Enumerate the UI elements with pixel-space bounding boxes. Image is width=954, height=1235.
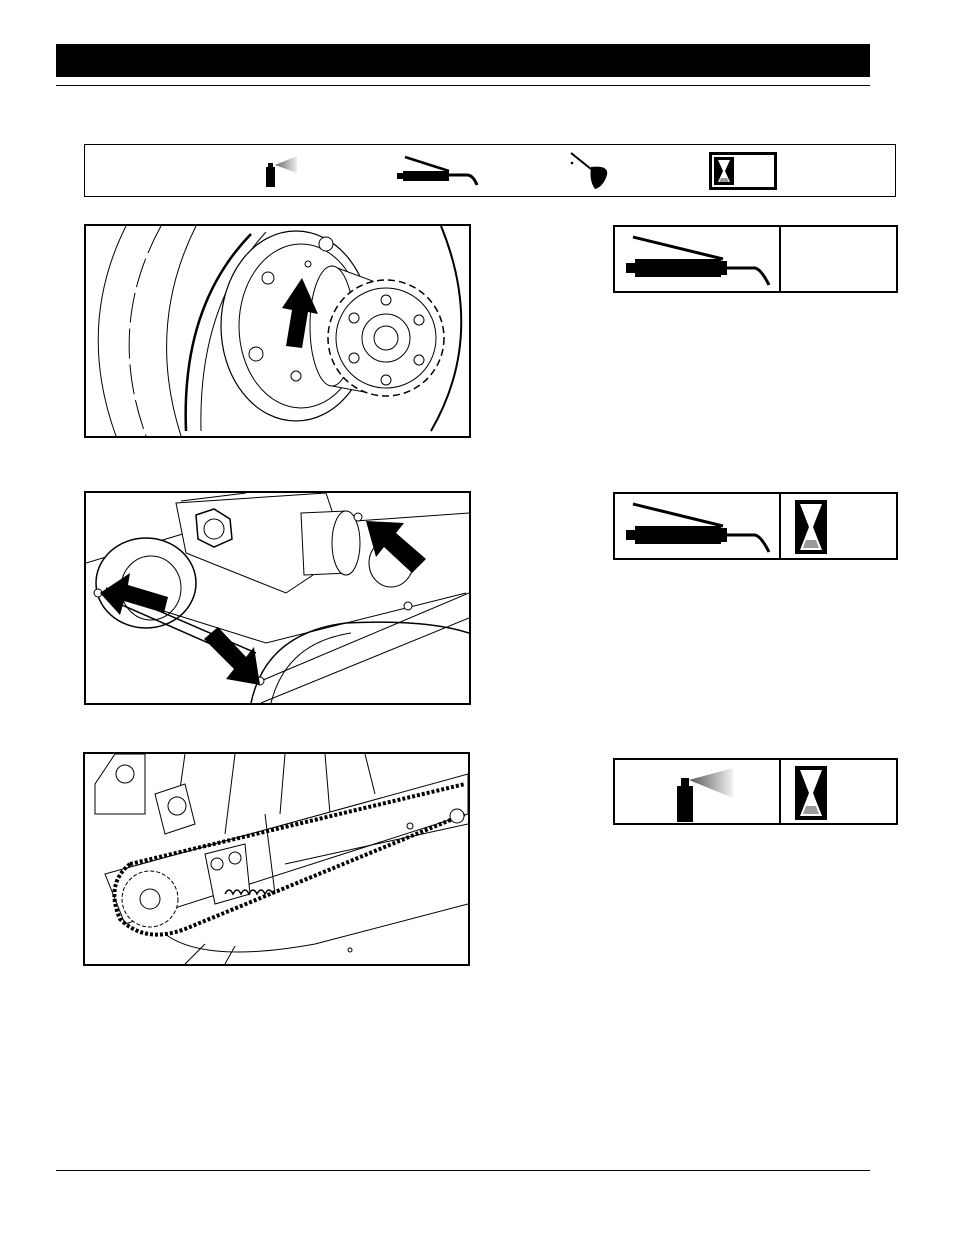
- step2-lubrication-symbols: [613, 492, 898, 560]
- hourglass-interval-icon: [795, 500, 827, 554]
- grease-gun-icon: [395, 153, 481, 189]
- step3-lubrication-symbols: [613, 758, 898, 825]
- figure-wheel-hub-sprocket: [84, 224, 471, 438]
- spray-lubricant-icon: [673, 762, 737, 824]
- grease-gun-icon: [623, 500, 773, 554]
- grease-gun-icon: [623, 233, 773, 287]
- figure-chain-drive: [83, 752, 470, 966]
- header-bar: [56, 44, 870, 77]
- hourglass-interval-icon: [709, 152, 777, 190]
- step1-lubrication-symbols: [613, 225, 898, 293]
- lubrication-legend: [84, 144, 896, 197]
- spray-lubricant-icon: [263, 153, 305, 189]
- header-rule: [56, 85, 870, 86]
- figure-pivot-axle-linkage: [84, 491, 471, 705]
- oil-can-icon: [569, 151, 613, 191]
- footer-rule: [56, 1170, 870, 1171]
- hourglass-interval-icon: [795, 766, 827, 820]
